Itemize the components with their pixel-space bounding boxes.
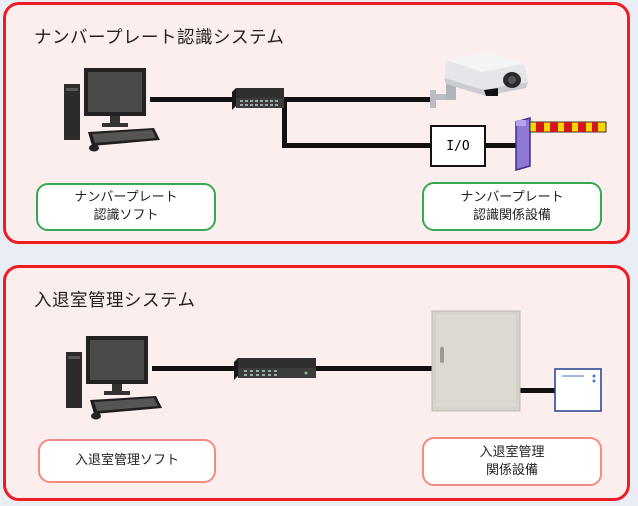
desktop-pc-icon: [64, 68, 160, 152]
cable-cabinet-to-reader: [520, 388, 556, 393]
io-module-icon: I/O: [430, 125, 486, 167]
lpr-system-title: ナンバープレート認識システム: [34, 28, 285, 48]
cable-switch-down: [282, 97, 287, 148]
network-switch-icon: [232, 88, 284, 110]
lpr-equipment-text: ナンバープレート 認識関係設備: [460, 189, 564, 223]
access-system-title: 入退室管理システム: [34, 291, 196, 311]
security-camera-icon: [430, 52, 528, 108]
cable-io-to-gate: [486, 143, 516, 148]
access-equipment-label: 入退室管理 関係設備: [422, 437, 602, 486]
control-cabinet-icon: [431, 310, 521, 412]
lpr-software-label: ナンバープレート 認識ソフト: [36, 183, 216, 231]
cable-switch2-to-cabinet: [316, 366, 434, 371]
access-software-label: 入退室管理ソフト: [38, 439, 216, 483]
lpr-software-text: ナンバープレート 認識ソフト: [74, 190, 178, 223]
parking-barrier-gate-icon: [515, 117, 607, 171]
cable-switch-to-camera: [282, 97, 432, 102]
cable-pc2-to-switch2: [152, 366, 236, 371]
card-reader-icon: [554, 368, 602, 412]
io-label: I/O: [446, 138, 470, 154]
cable-pc-to-switch: [150, 97, 234, 102]
lpr-equipment-label: ナンバープレート 認識関係設備: [422, 182, 602, 231]
network-switch-icon: [234, 358, 316, 380]
desktop-pc-icon: [66, 336, 162, 420]
access-equipment-text: 入退室管理 関係設備: [479, 444, 545, 478]
access-software-text: 入退室管理ソフト: [74, 453, 179, 469]
cable-switch-to-io: [282, 143, 432, 148]
